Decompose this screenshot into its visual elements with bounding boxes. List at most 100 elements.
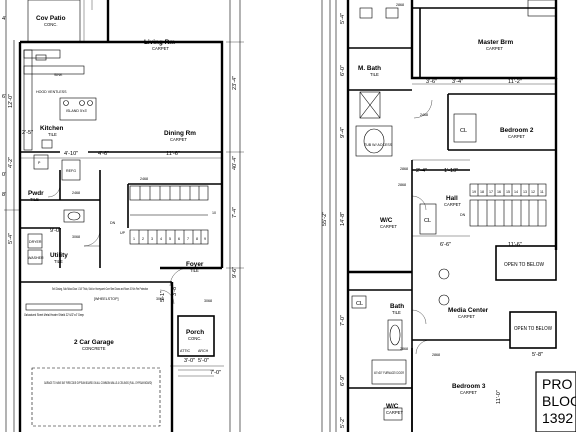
room-finish: CONC. [44, 22, 58, 27]
stair-number: 12 [531, 190, 535, 194]
room-finish: TILE [54, 259, 63, 264]
dimension: 14'-8" [340, 212, 346, 226]
title-block-line: 1392 [542, 410, 573, 426]
title-block-line: BLOC [542, 393, 576, 409]
dimension: 3'-6" [426, 79, 437, 85]
fixture-label: DRYER [29, 240, 42, 244]
dimension: 5'-4" [8, 233, 14, 244]
room-finish: TILE [190, 268, 199, 273]
room-finish: CARPET [386, 410, 403, 415]
fixture-label: SINK [54, 73, 63, 77]
first-floor-stairs: 1 2 3 4 5 6 7 8 9 10 UP [120, 185, 216, 245]
dimension: 55'-2" [322, 212, 328, 226]
dimension: 0' [2, 172, 6, 178]
room-finish: TILE [48, 132, 57, 137]
room-label: Kitchen [40, 125, 64, 132]
door-code: 3068 [204, 299, 212, 303]
room-label: Bath [390, 303, 404, 310]
room-finish: CARPET [380, 224, 397, 229]
dimension: 1'-10" [444, 168, 458, 174]
room-label: W/C [380, 217, 393, 224]
dimension: 7'-0" [210, 370, 221, 376]
room-finish: CONC. [188, 336, 202, 341]
dimension: 9'-6" [232, 267, 238, 278]
room-finish: CARPET [508, 134, 525, 139]
fixture-label: ARCH [198, 349, 209, 353]
dimension: 2'-4" [416, 168, 427, 174]
stair-number: 4 [160, 237, 162, 241]
room-finish: TILE [392, 310, 401, 315]
dimension: 12'-0" [8, 94, 14, 108]
stair-number: 5 [169, 237, 171, 241]
dimension: 3'-0" [184, 358, 195, 364]
dimension: 4' [2, 16, 6, 22]
room-label: M. Bath [358, 65, 381, 72]
dimension: 6'-9" [340, 375, 346, 386]
garage [18, 281, 174, 432]
dimension: 3'-4" [452, 79, 463, 85]
door-code: 3068 [72, 235, 80, 239]
note-text: Self-Closing, Solid Wood Door 1 3/8" Thi… [52, 287, 148, 291]
door-code: 2468 [420, 113, 428, 117]
dimension: 7'-0" [340, 315, 346, 326]
dimension: 6'-6" [440, 242, 451, 248]
door-code: 2468 [140, 177, 148, 181]
fixture-label: CL [424, 218, 431, 224]
fixture-label: WASHER [28, 256, 44, 260]
dimension: 5'-2" [340, 417, 346, 428]
note-text: Galvanized Sheet Metal Heater Shield 22"… [24, 313, 84, 317]
stair-number: 18 [480, 190, 484, 194]
room-label: W/C [386, 403, 399, 410]
room-finish: TILE [370, 72, 379, 77]
room-label: Dining Rm [164, 130, 196, 137]
fixture-label: HOOD VENTLESS [36, 90, 67, 94]
stair-number: 9 [204, 237, 206, 241]
title-block: PRO BLOC 1392 [535, 371, 576, 432]
note-text: GARAGE TO HAVE 5/8" FIRECODE GYPSUM BOAR… [44, 381, 152, 385]
dimension: 4'-2" [8, 157, 14, 168]
dimension: 9'-0" [50, 228, 61, 234]
room-label: Porch [186, 329, 204, 336]
fixture-label: CL [356, 301, 363, 307]
dimension: 23'-4" [232, 76, 238, 90]
stair-number: 19 [472, 190, 476, 194]
stair-number: 17 [489, 190, 493, 194]
room-finish: CARPET [152, 46, 169, 51]
first-floor-plan: 1 2 3 4 5 6 7 8 9 10 UP [2, 0, 244, 432]
room-finish: CARPET [444, 202, 461, 207]
room-finish: CARPET [486, 46, 503, 51]
room-label: Media Center [448, 307, 489, 314]
stair-number: 13 [523, 190, 527, 194]
room-label: OPEN TO BELOW [504, 262, 545, 268]
stair-number: 7 [187, 237, 189, 241]
door-code: 2868 [396, 3, 404, 7]
room-finish: CARPET [460, 390, 477, 395]
room-label: Pwdr [28, 190, 44, 197]
dimension: 6' [2, 94, 6, 100]
dimension: 6'-0" [340, 65, 346, 76]
dimension: 5'-0" [198, 358, 209, 364]
room-label: Utility [50, 252, 68, 259]
dimension: 3'-8" [172, 285, 178, 296]
dimension: 5'-4" [340, 13, 346, 24]
dimension: 4'-6" [98, 151, 109, 157]
door-code: 2468 [72, 191, 80, 195]
room-label: Bedroom 2 [500, 127, 534, 134]
stair-up-label: UP [120, 231, 126, 235]
room-finish: CONCRETE [82, 346, 106, 351]
fixture-label: P [38, 161, 41, 165]
room-finish: CARPET [170, 137, 187, 142]
dimension: 5'-1" [160, 291, 166, 302]
title-block-line: PRO [542, 376, 572, 392]
dimension: 11'-6" [166, 151, 180, 157]
fixture-label: ATTIC [180, 349, 191, 353]
room-finish: TILE [30, 197, 39, 202]
fixture-label: ISLAND 5'x3' [66, 109, 87, 113]
dimension: 9'-4" [340, 127, 346, 138]
room-label: 2 Car Garage [74, 339, 114, 346]
fixture-label: CL [460, 128, 467, 134]
fixture-label: DN [110, 221, 116, 225]
room-label: Cov Patio [36, 15, 66, 22]
